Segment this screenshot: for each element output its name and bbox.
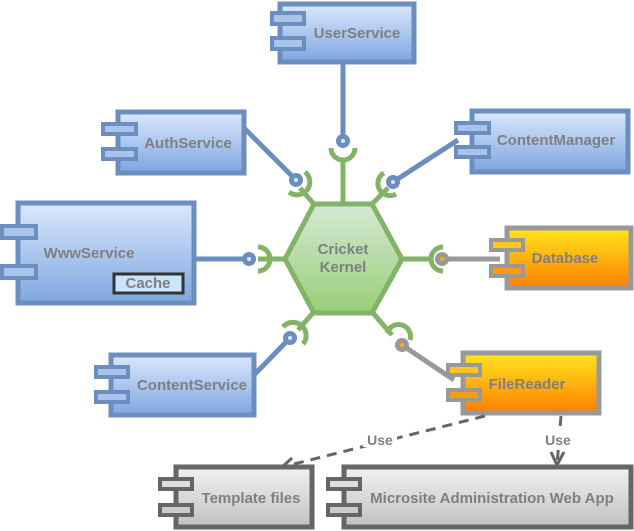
line-auth-service <box>242 126 298 182</box>
component-port-icon <box>158 503 194 517</box>
component-port-icon <box>0 224 38 240</box>
component-microsite-admin[interactable]: Microsite Administration Web App <box>326 464 634 530</box>
line-file-reader <box>400 342 456 383</box>
ball-dot <box>400 343 404 347</box>
edge-label-bg <box>363 433 397 447</box>
socket-auth-service <box>287 170 313 198</box>
component-port-icon <box>446 388 482 402</box>
component-port-icon <box>326 477 362 491</box>
kernel-hexagon[interactable] <box>282 201 405 316</box>
component-auth-service[interactable]: AuthService <box>101 109 247 176</box>
component-user-service[interactable]: UserService <box>270 1 417 65</box>
component-port-icon <box>454 145 491 159</box>
component-port-icon <box>94 390 130 404</box>
lollipop-balls <box>242 134 449 352</box>
component-body[interactable] <box>173 464 315 530</box>
component-body[interactable] <box>341 464 634 530</box>
component-file-reader[interactable]: FileReader <box>446 350 602 416</box>
cache-label: Cache <box>125 275 170 292</box>
sockets <box>257 147 444 346</box>
component-label: FileReader <box>489 376 566 393</box>
component-port-icon <box>326 503 362 517</box>
line-content-manager <box>391 137 460 185</box>
kernel-label-line1: Cricket <box>318 241 369 258</box>
stub-top-right <box>371 186 390 205</box>
cache-box[interactable] <box>112 272 185 295</box>
edge-label-bg <box>541 433 575 447</box>
kernel-label-line2: Kernel <box>320 259 367 276</box>
component-content-service[interactable]: ContentService <box>94 352 257 418</box>
ball-dot <box>247 257 251 261</box>
component-port-icon <box>454 121 491 135</box>
component-label: Template files <box>202 490 301 507</box>
edge-label-microsite: Use <box>545 432 571 448</box>
component-label: ContentService <box>137 377 247 394</box>
ball-dot <box>391 180 395 184</box>
socket-file-reader <box>384 322 413 341</box>
component-label: ContentManager <box>497 132 616 149</box>
cache-subcomponent[interactable]: Cache <box>112 272 185 295</box>
component-port-icon <box>94 365 130 379</box>
kernel-stubs <box>258 158 432 337</box>
component-database[interactable]: Database <box>489 225 634 291</box>
ball-dot <box>288 336 292 340</box>
edge-label-template: Use <box>367 432 393 448</box>
ball-dot <box>440 257 444 261</box>
component-port-icon <box>0 264 38 280</box>
component-label: UserService <box>314 25 401 42</box>
socket-user-service <box>328 147 358 163</box>
component-port-icon <box>489 238 525 252</box>
component-port-icon <box>101 147 138 161</box>
ball-dot <box>294 178 298 182</box>
component-body[interactable] <box>469 108 631 175</box>
component-label: WwwService <box>44 245 135 262</box>
component-port-icon <box>101 122 138 136</box>
component-template-files[interactable]: Template files <box>158 464 315 530</box>
ball-dot <box>341 139 345 143</box>
socket-content-manager <box>375 170 398 199</box>
component-port-icon <box>158 477 194 491</box>
cricket-kernel[interactable]: Cricket Kernel <box>282 201 405 316</box>
component-body[interactable] <box>504 225 634 291</box>
component-www-service[interactable]: WwwService Cache <box>0 200 197 306</box>
component-body[interactable] <box>460 350 602 416</box>
component-label: Microsite Administration Web App <box>370 490 614 507</box>
socket-www-service <box>257 244 273 274</box>
socket-content-service <box>281 319 309 346</box>
lollipop-lines <box>194 62 500 383</box>
component-port-icon <box>489 264 525 278</box>
component-body[interactable] <box>108 352 257 418</box>
component-label: Database <box>532 250 599 267</box>
component-port-icon <box>270 36 306 51</box>
component-content-manager[interactable]: ContentManager <box>454 108 631 175</box>
dependency-edges <box>278 414 566 472</box>
stub-top-left <box>298 186 315 205</box>
component-port-icon <box>446 363 482 377</box>
component-port-icon <box>270 11 306 26</box>
component-label: AuthService <box>144 135 232 152</box>
line-content-service <box>252 336 292 377</box>
component-body[interactable] <box>115 109 247 176</box>
socket-database <box>428 244 444 274</box>
